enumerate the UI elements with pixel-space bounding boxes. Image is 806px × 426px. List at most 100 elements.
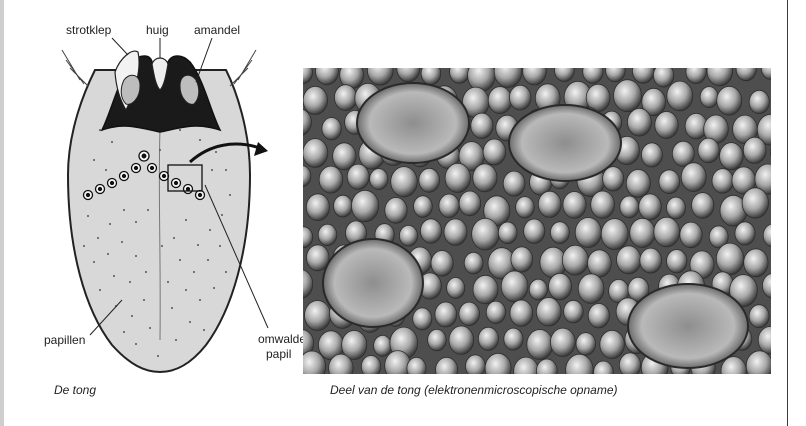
label-amandel: amandel: [194, 23, 240, 37]
filiform-papilla: [391, 167, 418, 197]
filiform-papilla: [614, 80, 642, 112]
filiform-papilla: [641, 143, 662, 167]
filiform-papilla: [431, 251, 453, 277]
filiform-papilla: [742, 188, 768, 218]
filiform-papilla: [562, 245, 588, 275]
electron-micrograph: [303, 68, 771, 374]
filiform-papilla: [503, 171, 525, 196]
filiform-papilla: [352, 190, 379, 221]
filiform-papilla: [413, 308, 432, 330]
filiform-papilla: [303, 86, 327, 114]
page-edge: [0, 0, 4, 426]
filiform-papilla: [305, 301, 331, 331]
filiform-papilla: [444, 219, 467, 245]
filiform-papilla: [563, 192, 586, 219]
filiform-papilla: [601, 219, 628, 250]
caption-tongue: De tong: [54, 383, 96, 397]
filiform-papilla: [712, 169, 733, 194]
filiform-papilla: [617, 246, 641, 274]
filiform-papilla: [653, 68, 673, 87]
filiform-papilla: [488, 87, 512, 114]
filiform-papilla: [347, 164, 369, 189]
filiform-papilla: [459, 302, 480, 326]
filiform-papilla: [716, 243, 743, 275]
filiform-papilla: [640, 248, 662, 273]
filiform-papilla: [654, 217, 680, 247]
filiform-papilla: [717, 86, 742, 115]
filiform-papilla: [445, 163, 470, 192]
filiform-papilla: [620, 196, 639, 218]
filiform-papilla: [749, 90, 769, 113]
filiform-papilla: [600, 330, 625, 358]
filiform-papilla: [303, 139, 328, 168]
filiform-papilla: [744, 249, 768, 277]
filiform-papilla: [306, 194, 329, 221]
filiform-papilla: [550, 328, 575, 356]
filiform-papilla: [466, 355, 486, 374]
filiform-papilla: [472, 218, 499, 250]
filiform-papilla: [680, 222, 702, 248]
page-right-rule: [787, 0, 788, 426]
filiform-papilla: [681, 163, 706, 192]
filiform-papilla: [516, 197, 535, 218]
label-omwalde-papil-line1: omwalde: [258, 332, 306, 346]
filiform-papilla: [564, 300, 584, 323]
filiform-papilla: [459, 191, 481, 216]
filiform-papilla: [370, 169, 388, 190]
filiform-papilla: [509, 85, 531, 110]
filiform-papilla: [619, 353, 640, 374]
filiform-papilla: [700, 87, 718, 108]
filiform-papilla: [399, 225, 417, 246]
filiform-papilla: [575, 218, 601, 248]
filiform-papilla: [420, 219, 441, 243]
filiform-papilla: [334, 85, 356, 111]
filiform-papilla: [659, 170, 680, 194]
filiform-papilla: [414, 196, 433, 218]
filiform-papilla: [578, 274, 604, 304]
filiform-papilla: [527, 330, 553, 360]
filiform-papilla: [655, 112, 678, 139]
filiform-papilla: [639, 194, 662, 220]
filiform-papilla: [419, 168, 440, 192]
filiform-papilla: [510, 300, 533, 326]
filiform-papilla: [318, 224, 337, 245]
filiform-papilla: [473, 275, 498, 304]
filiform-papilla: [692, 193, 714, 219]
filiform-papilla: [588, 250, 612, 277]
filiform-papilla: [334, 195, 353, 217]
filiform-papilla: [428, 329, 447, 350]
filiform-papilla: [524, 219, 545, 243]
filiform-papilla: [361, 356, 380, 375]
filiform-papilla: [464, 252, 483, 274]
filiform-papilla: [498, 222, 517, 244]
filiform-papilla: [576, 333, 596, 356]
filiform-papilla: [536, 298, 561, 327]
filiform-papilla: [591, 191, 615, 218]
filiform-papilla: [439, 194, 459, 218]
filiform-papilla: [511, 247, 533, 272]
filiform-papilla: [630, 218, 655, 247]
filiform-papilla: [698, 138, 719, 163]
filiform-papilla: [626, 170, 650, 198]
filiform-papilla: [627, 108, 651, 136]
filiform-papilla: [550, 222, 569, 244]
filiform-papilla: [385, 198, 407, 224]
caption-micrograph: Deel van de tong (elektronenmicroscopisc…: [330, 383, 618, 397]
filiform-papilla: [549, 273, 572, 300]
filiform-papilla: [447, 278, 465, 299]
filiform-papilla: [374, 335, 392, 356]
filiform-papilla: [486, 301, 505, 323]
filiform-papilla: [319, 166, 343, 193]
filiform-papilla: [667, 250, 687, 273]
filiform-papilla: [449, 326, 474, 354]
label-papillen: papillen: [44, 333, 85, 347]
filiform-papilla: [743, 137, 766, 163]
filiform-papilla: [478, 327, 498, 350]
filiform-papilla: [504, 328, 523, 350]
filiform-papilla: [435, 302, 457, 327]
filiform-papilla: [749, 305, 769, 328]
filiform-papilla: [720, 143, 744, 170]
filiform-papilla: [735, 222, 755, 245]
label-huig: huig: [146, 23, 169, 37]
filiform-papilla: [483, 139, 506, 165]
